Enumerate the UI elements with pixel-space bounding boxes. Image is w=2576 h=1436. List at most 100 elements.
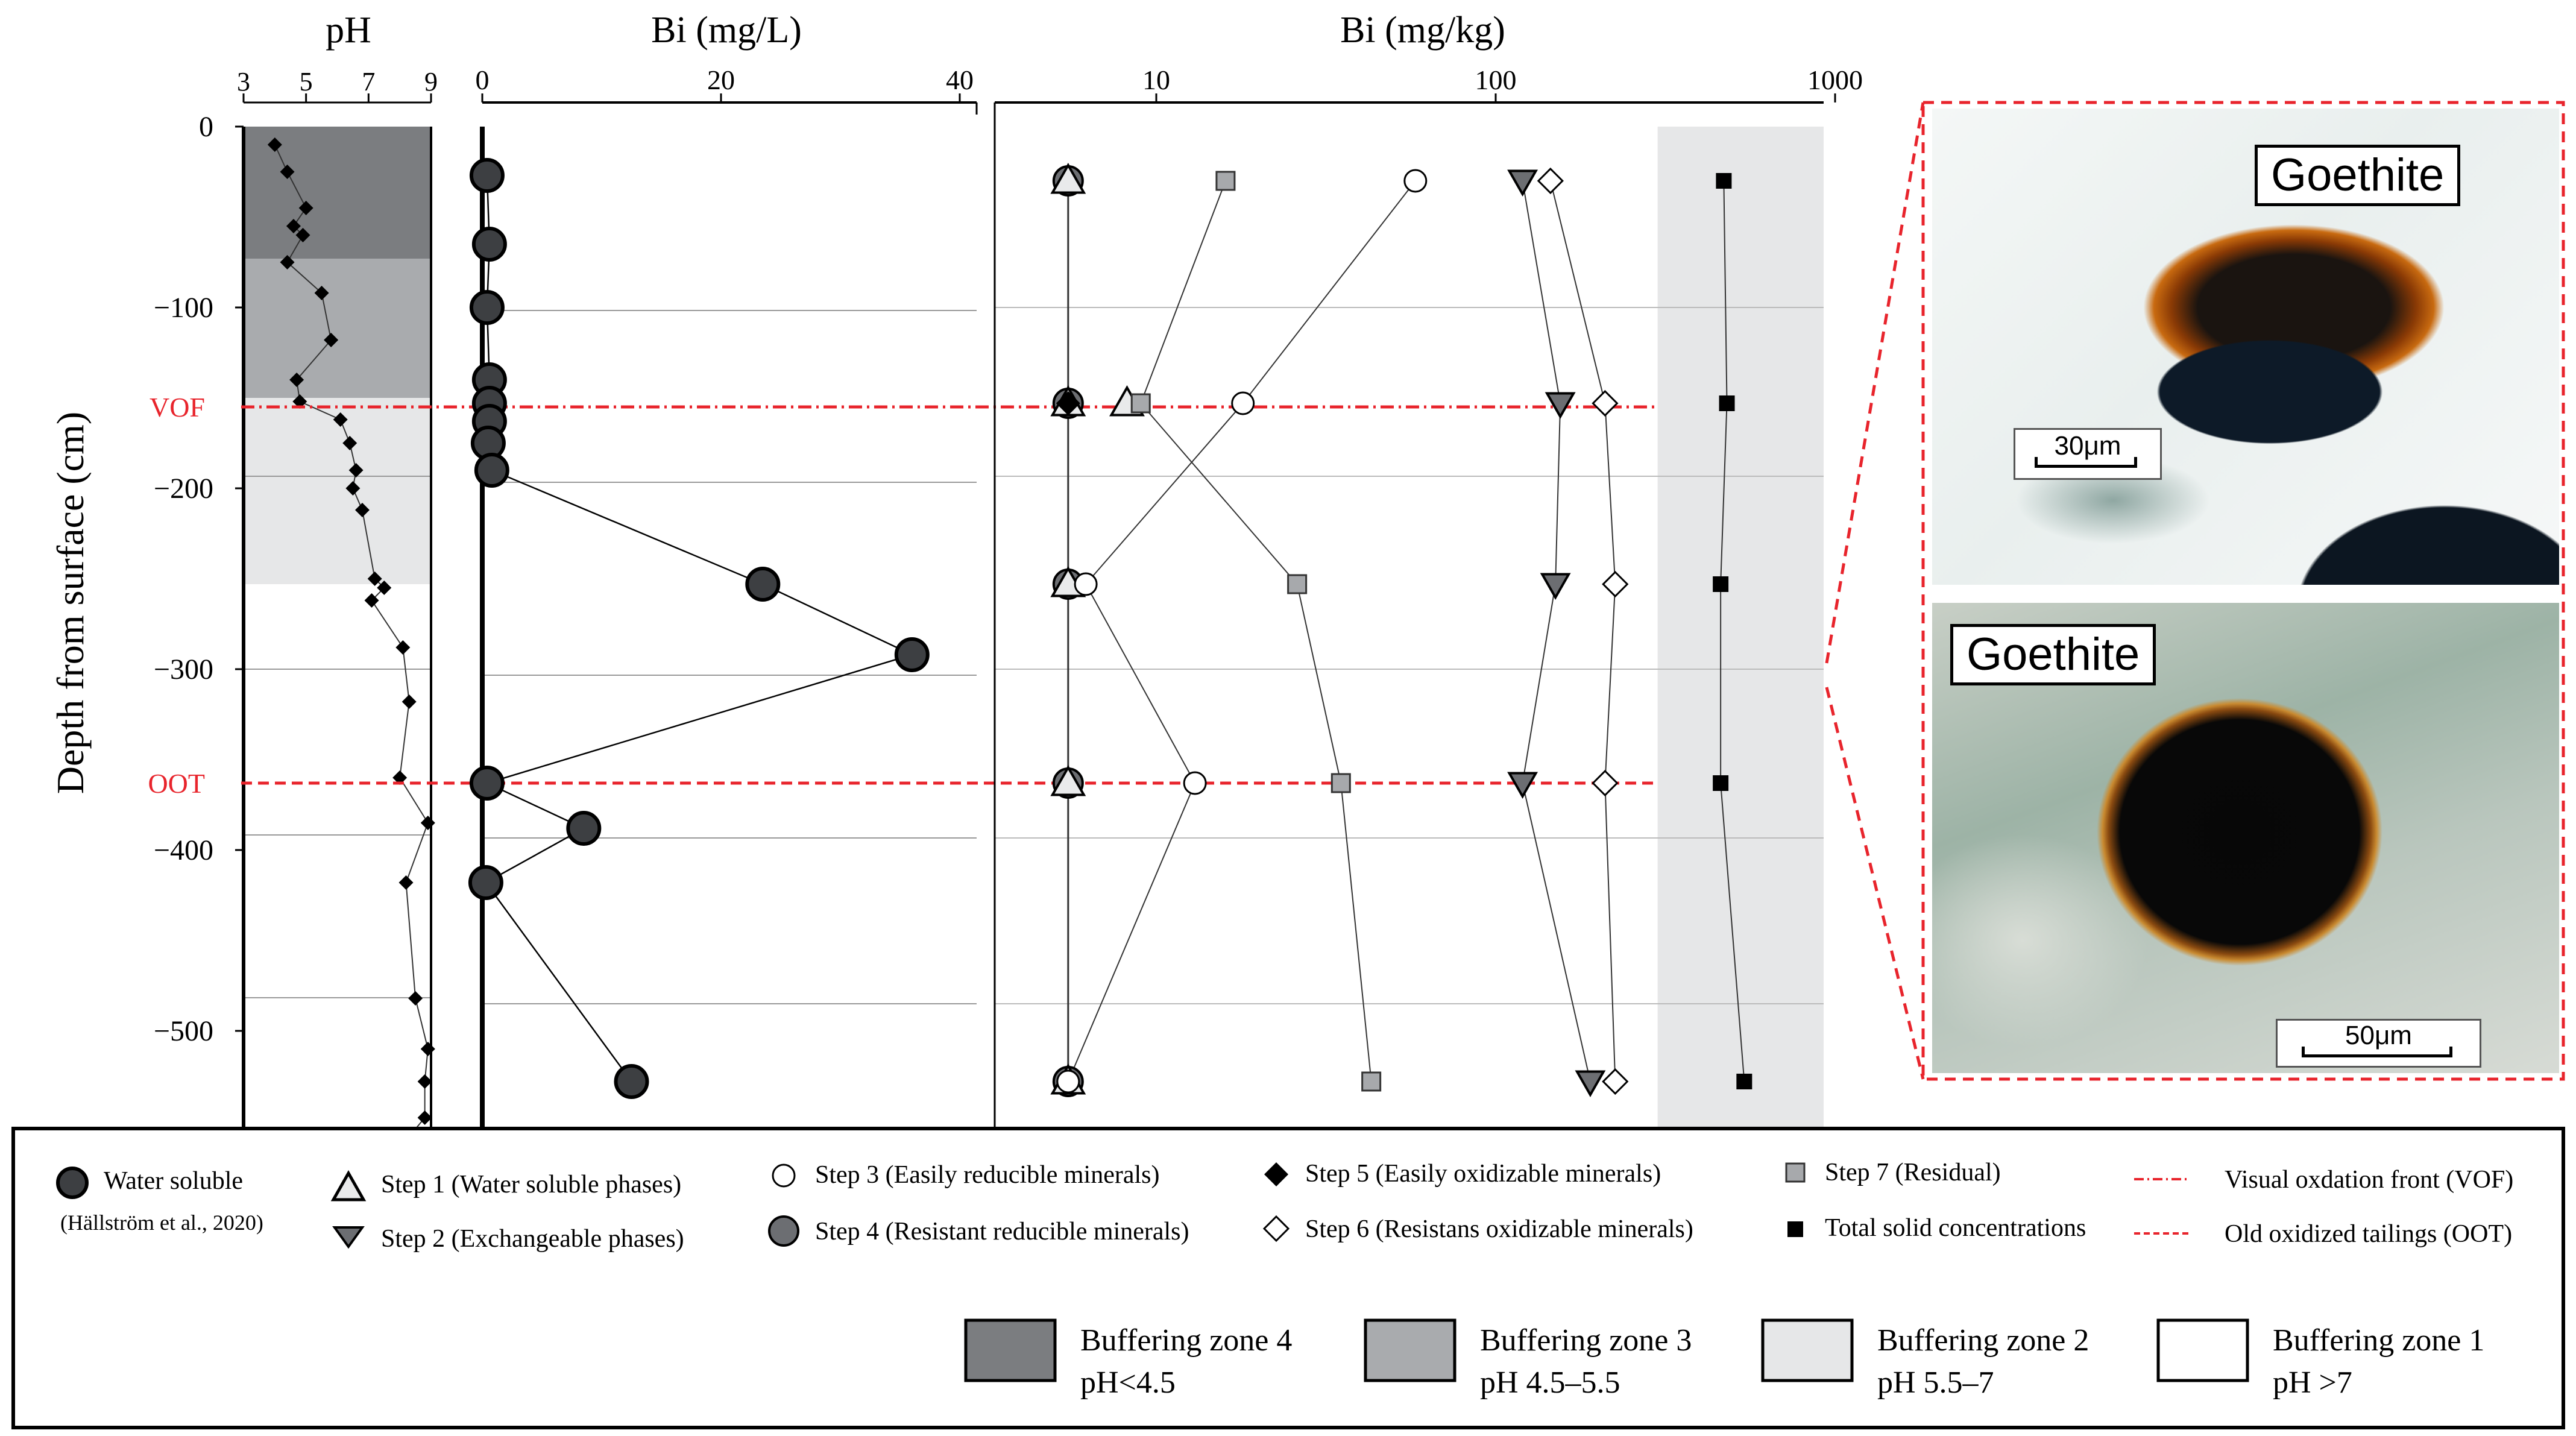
legend-step3-marker bbox=[772, 1164, 796, 1188]
ph-point bbox=[408, 991, 423, 1006]
step2-point bbox=[1540, 573, 1571, 600]
step2-line bbox=[1522, 180, 1591, 1082]
ph-point bbox=[348, 463, 364, 477]
water-soluble-point bbox=[745, 567, 781, 602]
total-point bbox=[1719, 395, 1735, 411]
step1-point bbox=[1050, 162, 1086, 194]
photo-frame bbox=[1921, 101, 2565, 1081]
ph-point bbox=[295, 228, 310, 242]
depth-marker-label-oot: OOT bbox=[148, 768, 205, 799]
legend-zone2-range: pH 5.5–7 bbox=[1877, 1365, 1994, 1400]
legend-step6-marker bbox=[1262, 1215, 1290, 1242]
bimgkg-x-tick-label: 100 bbox=[1475, 65, 1517, 95]
step6-point bbox=[1592, 389, 1619, 417]
bimgl-x-tick-label: 20 bbox=[707, 65, 735, 95]
goethite-label-top: Goethite bbox=[2255, 145, 2461, 206]
step6-point bbox=[1602, 1068, 1629, 1095]
total-point bbox=[1713, 576, 1729, 592]
legend-zone2-swatch bbox=[1761, 1318, 1854, 1382]
ph-profile-line bbox=[274, 144, 429, 1212]
ph-x-tick-label: 5 bbox=[300, 67, 313, 96]
step7-point bbox=[1361, 1071, 1382, 1092]
ph-point bbox=[420, 1042, 435, 1056]
ph-point bbox=[292, 394, 307, 409]
scale-bar-bottom: 50μm bbox=[2276, 1019, 2481, 1068]
connector-line-top bbox=[1825, 102, 1925, 664]
legend-total-label: Total solid concentrations bbox=[1825, 1214, 2086, 1242]
legend-water-soluble-label: Water soluble bbox=[104, 1167, 243, 1195]
legend-zone2-name: Buffering zone 2 bbox=[1877, 1323, 2089, 1358]
total-point bbox=[1736, 1074, 1752, 1089]
ph-point bbox=[267, 137, 282, 152]
legend-step4-label: Step 4 (Resistant reducible minerals) bbox=[815, 1218, 1189, 1245]
ph-point bbox=[398, 875, 414, 890]
y-tick-label: −400 bbox=[154, 834, 213, 866]
legend-box bbox=[11, 1127, 2565, 1429]
bimgkg-x-tick-label: 1000 bbox=[1807, 65, 1863, 95]
step3-point bbox=[1183, 771, 1207, 795]
legend-zone4-range: pH<4.5 bbox=[1080, 1365, 1176, 1400]
depth-marker-label-vof: VOF bbox=[150, 392, 205, 423]
ph-point bbox=[364, 593, 379, 608]
y-tick-label: −200 bbox=[154, 473, 213, 505]
step5-point bbox=[1056, 391, 1080, 415]
legend-zone4-name: Buffering zone 4 bbox=[1080, 1323, 1292, 1358]
bi-mgkg-panel: 10 100 1000 bbox=[994, 65, 1863, 1212]
ph-point bbox=[324, 333, 339, 347]
ph-point bbox=[280, 165, 295, 179]
y-tick-label: −300 bbox=[154, 653, 213, 685]
ph-point bbox=[314, 286, 329, 300]
legend-zone3-range: pH 4.5–5.5 bbox=[1480, 1365, 1620, 1400]
step3-point bbox=[1231, 391, 1255, 415]
scale-bar-top-label: 30μm bbox=[2054, 431, 2121, 461]
legend-step6-label: Step 6 (Resistans oxidizable minerals) bbox=[1305, 1215, 1693, 1243]
legend-step2-label: Step 2 (Exchangeable phases) bbox=[381, 1225, 684, 1253]
legend-step5-marker bbox=[1264, 1162, 1288, 1186]
water-soluble-point bbox=[469, 290, 505, 325]
water-soluble-point bbox=[468, 865, 503, 900]
ph-point bbox=[377, 581, 392, 595]
legend-zone1-range: pH >7 bbox=[2273, 1365, 2352, 1400]
ph-point bbox=[402, 694, 417, 709]
connector-line-bottom bbox=[1825, 687, 1925, 1080]
ph-point bbox=[417, 1074, 432, 1089]
legend-step4-marker bbox=[768, 1215, 799, 1247]
water-soluble-point bbox=[614, 1064, 649, 1099]
step7-point bbox=[1287, 574, 1308, 594]
ph-panel-title: pH bbox=[326, 10, 371, 51]
ph-point bbox=[354, 503, 370, 517]
legend-water-soluble-marker bbox=[56, 1167, 89, 1199]
bi-mgl-panel-title: Bi (mg/L) bbox=[651, 10, 802, 51]
y-tick-label: −500 bbox=[154, 1015, 213, 1047]
legend-step7-marker bbox=[1785, 1162, 1806, 1183]
water-soluble-point bbox=[474, 453, 509, 488]
ph-x-tick-label: 7 bbox=[362, 67, 375, 96]
step1-point bbox=[1050, 764, 1086, 796]
buffer-zone-2 bbox=[244, 398, 431, 584]
water-soluble-point bbox=[566, 811, 602, 846]
photo-connector bbox=[1825, 101, 2565, 1081]
goethite-micrograph-top: Goethite 30μm bbox=[1932, 109, 2559, 585]
legend-zone1-name: Buffering zone 1 bbox=[2273, 1323, 2484, 1358]
step6-point bbox=[1537, 167, 1564, 195]
goethite-micrograph-bottom: Goethite 50μm bbox=[1932, 603, 2559, 1073]
water-soluble-point bbox=[894, 637, 930, 672]
scale-bar-top: 30μm bbox=[2014, 428, 2162, 480]
step7-point bbox=[1331, 773, 1351, 793]
legend-step7-label: Step 7 (Residual) bbox=[1825, 1159, 2001, 1186]
bimgkg-x-tick-label: 10 bbox=[1142, 65, 1170, 95]
ph-point bbox=[298, 201, 313, 215]
step2-point bbox=[1575, 1070, 1606, 1098]
ph-point bbox=[392, 770, 408, 785]
legend: Water soluble(Hällström et al., 2020)Ste… bbox=[11, 1127, 2565, 1429]
ph-point bbox=[417, 1110, 432, 1125]
legend-zone1-swatch bbox=[2156, 1318, 2249, 1382]
scale-bar-bottom-label: 50μm bbox=[2345, 1021, 2412, 1050]
y-axis-label: Depth from surface (cm) bbox=[49, 412, 92, 794]
total-point bbox=[1716, 173, 1732, 189]
step7-line bbox=[1140, 180, 1372, 1082]
buffer-zone-3 bbox=[244, 259, 431, 398]
